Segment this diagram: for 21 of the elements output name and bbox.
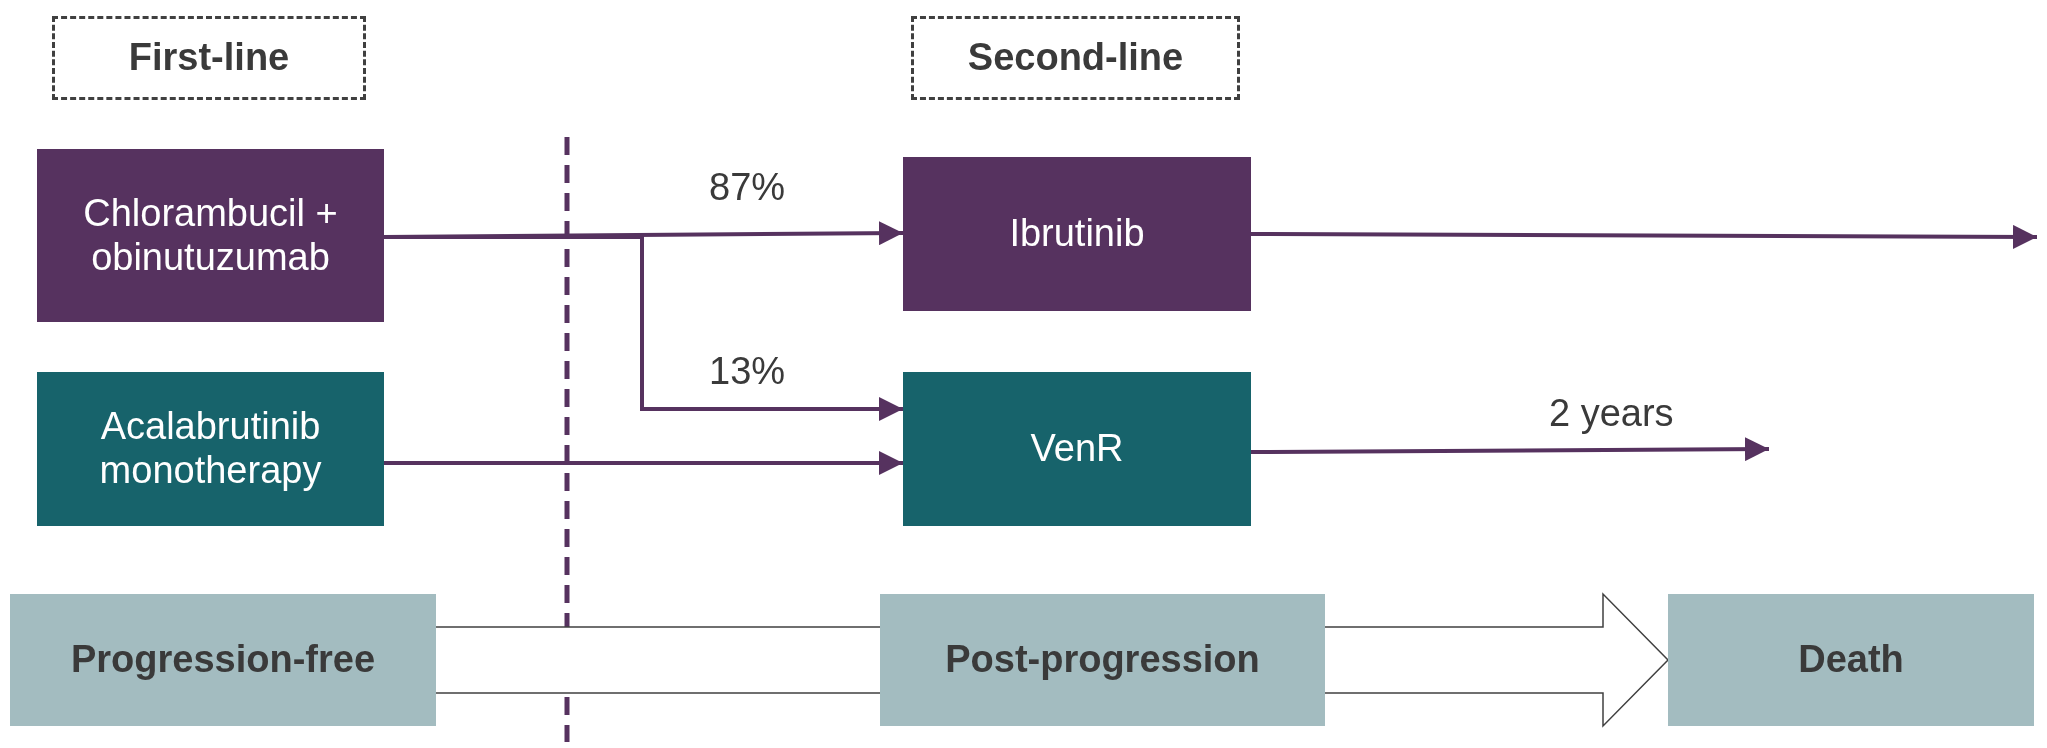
node-text: VenR: [1030, 427, 1124, 471]
state-box: [10, 594, 436, 726]
node-text: Progression-free: [70, 638, 376, 682]
treatment-box: [37, 149, 384, 322]
treatment-box: [903, 157, 1251, 311]
state-box: [880, 594, 1325, 726]
node-text: Chlorambucil + obinutuzumab: [82, 191, 339, 280]
node-text: Ibrutinib: [1009, 212, 1145, 256]
node-text: Death: [1798, 638, 1904, 682]
heading-box: [911, 16, 1240, 100]
treatment-box: [37, 372, 384, 526]
node-text: First-line: [128, 36, 290, 80]
state-box: [1668, 594, 2034, 726]
arrow: [1251, 437, 1769, 462]
heading-box: [52, 16, 366, 100]
arrow: [384, 451, 903, 475]
treatment-box: [903, 372, 1251, 526]
node-text: Acalabrutinib monotherapy: [98, 405, 323, 493]
node-text: Post-progression: [945, 638, 1260, 682]
node-text: Second-line: [967, 36, 1184, 80]
arrow: [1251, 224, 2037, 249]
